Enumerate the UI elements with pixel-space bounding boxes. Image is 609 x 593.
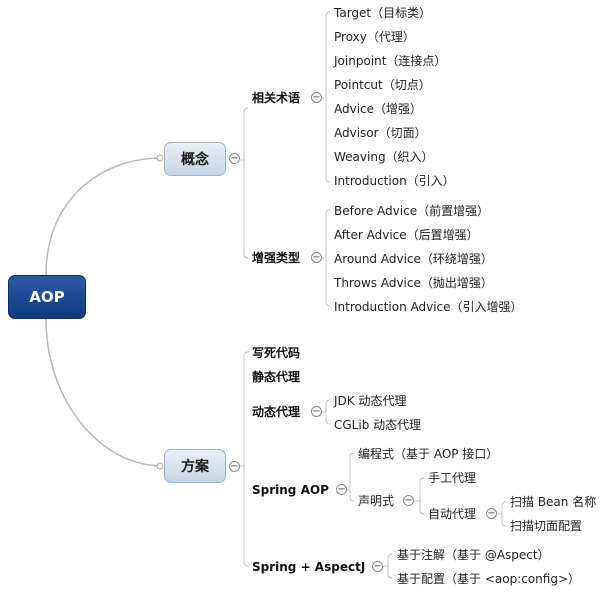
spring-aspectj-collapse-toggle[interactable]: −: [372, 561, 383, 572]
advice-types-branch[interactable]: 增强类型: [252, 251, 301, 265]
dynamic-proxy-item[interactable]: CGLib 动态代理: [334, 418, 422, 432]
term-item[interactable]: Pointcut（切点）: [334, 78, 431, 92]
term-item[interactable]: Joinpoint（连接点）: [334, 54, 447, 68]
term-item[interactable]: Weaving（织入）: [334, 150, 434, 164]
static-proxy-branch[interactable]: 静态代理: [252, 370, 301, 384]
auto-proxy-subitem[interactable]: 扫描 Bean 名称: [510, 495, 597, 509]
spring-aspectj-branch[interactable]: Spring + AspectJ: [252, 560, 366, 574]
concept-collapse-toggle[interactable]: −: [229, 153, 240, 164]
root-label: AOP: [29, 288, 65, 306]
term-item[interactable]: Advisor（切面）: [334, 126, 427, 140]
solution-collapse-toggle[interactable]: −: [229, 461, 240, 472]
concept-node[interactable]: 概念: [164, 142, 226, 176]
auto-proxy-collapse-toggle[interactable]: −: [486, 508, 497, 519]
auto-proxy-subitem[interactable]: 扫描切面配置: [510, 519, 583, 533]
hardcode-branch[interactable]: 写死代码: [252, 346, 301, 360]
dynamic-proxy-branch[interactable]: 动态代理: [252, 405, 301, 419]
advice-types-collapse-toggle[interactable]: −: [311, 252, 322, 263]
advice-type-item[interactable]: Around Advice（环绕增强）: [334, 252, 493, 266]
term-item[interactable]: Target（目标类）: [334, 6, 432, 20]
terms-collapse-toggle[interactable]: −: [311, 92, 322, 103]
advice-type-item[interactable]: After Advice（后置增强）: [334, 228, 479, 242]
concept-label: 概念: [181, 152, 209, 168]
solution-label: 方案: [181, 459, 209, 475]
aspectj-item[interactable]: 基于配置（基于 <aop:config>）: [397, 572, 581, 586]
dynamic-proxy-item[interactable]: JDK 动态代理: [334, 394, 407, 408]
auto-proxy-item[interactable]: 自动代理: [428, 507, 477, 521]
manual-proxy-item[interactable]: 手工代理: [428, 471, 477, 485]
programmatic-item[interactable]: 编程式（基于 AOP 接口）: [358, 447, 499, 461]
solution-node[interactable]: 方案: [164, 449, 226, 483]
term-item[interactable]: Advice（增强）: [334, 102, 423, 116]
root-node[interactable]: AOP: [8, 275, 86, 319]
term-item[interactable]: Introduction（引入）: [334, 174, 455, 188]
dynamic-proxy-collapse-toggle[interactable]: −: [311, 406, 322, 417]
terms-branch[interactable]: 相关术语: [252, 91, 301, 105]
advice-type-item[interactable]: Introduction Advice（引入增强）: [334, 300, 523, 314]
advice-type-item[interactable]: Throws Advice（抛出增强）: [334, 276, 493, 290]
term-item[interactable]: Proxy（代理）: [334, 30, 415, 44]
aspectj-item[interactable]: 基于注解（基于 @Aspect）: [397, 548, 550, 562]
spring-aop-branch[interactable]: Spring AOP: [252, 483, 329, 497]
advice-type-item[interactable]: Before Advice（前置增强）: [334, 204, 490, 218]
declarative-item[interactable]: 声明式: [358, 494, 395, 508]
spring-aop-collapse-toggle[interactable]: −: [336, 484, 347, 495]
declarative-collapse-toggle[interactable]: −: [403, 495, 414, 506]
